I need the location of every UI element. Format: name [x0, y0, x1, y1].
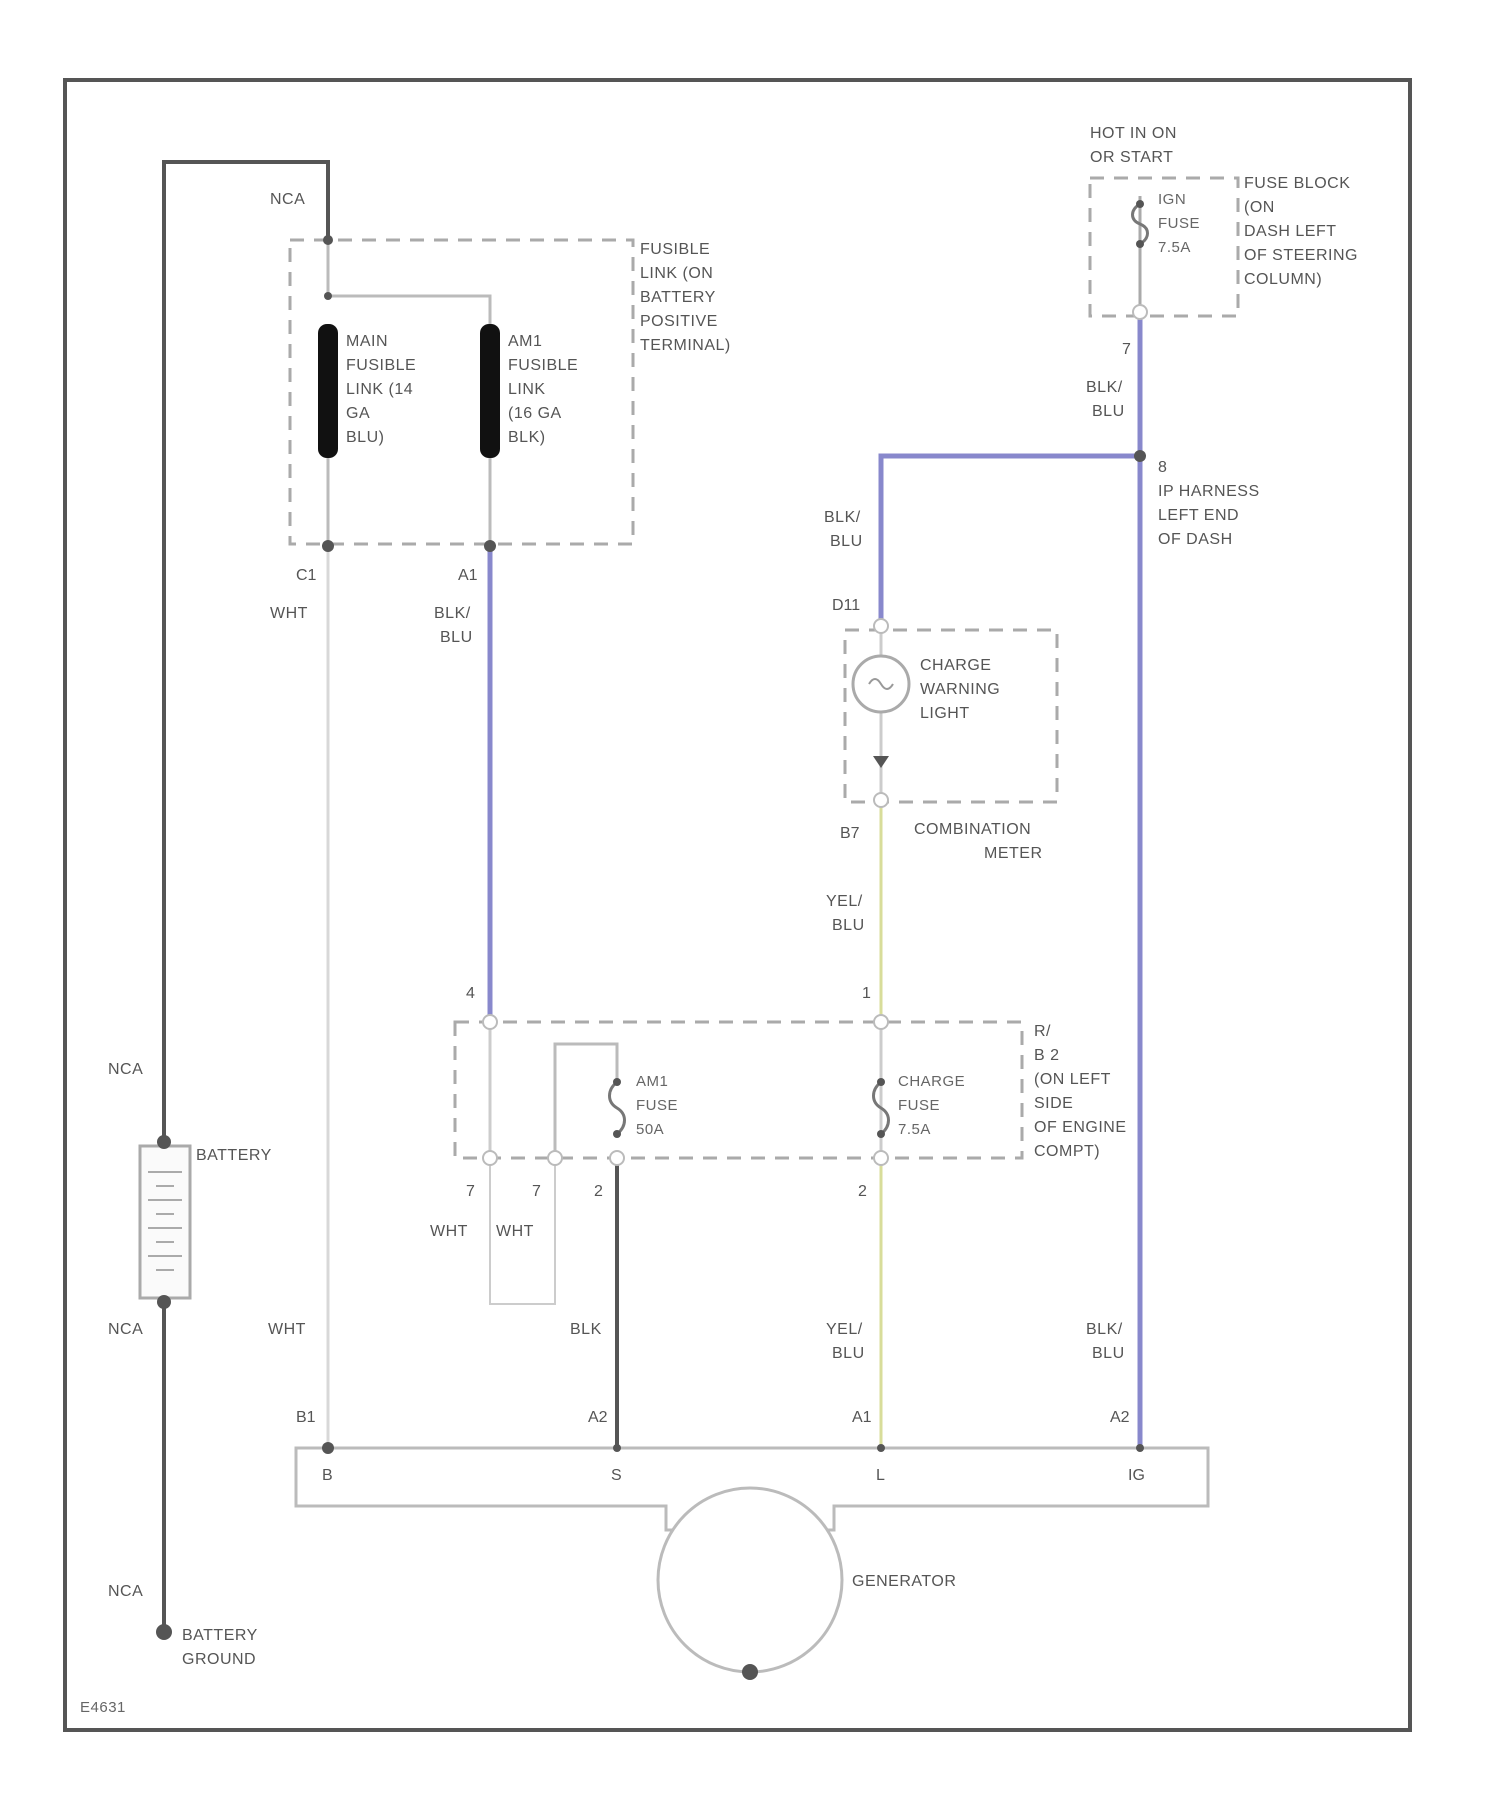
pin-rb-4: 4: [466, 985, 475, 1002]
pin-rb-2b: 2: [858, 1183, 867, 1200]
charge-fuse-dot-bottom: [877, 1130, 885, 1138]
label-wht-c1: WHT: [270, 605, 308, 622]
am1-fusible-link-body: [480, 324, 500, 458]
pin-junction-8: 8: [1158, 459, 1167, 476]
label-yel-blu-meter: YEL/ BLU: [826, 893, 868, 934]
label-ip-harness: IP HARNESS LEFT END OF DASH: [1158, 483, 1265, 548]
charge-fuse-dot-top: [877, 1078, 885, 1086]
label-nca-battery-bottom: NCA: [108, 1321, 143, 1338]
pin-rb-2a: 2: [594, 1183, 603, 1200]
label-battery-ground: BATTERY GROUND: [182, 1627, 262, 1668]
fusible-link-box: [290, 240, 633, 544]
am1-fuse-dot-top: [613, 1078, 621, 1086]
label-main-fusible-link: MAIN FUSIBLE LINK (14 GA BLU): [346, 333, 421, 446]
label-blk-blu-a1: BLK/ BLU: [434, 605, 476, 646]
label-charge-fuse: CHARGE FUSE 7.5A: [898, 1073, 970, 1138]
label-blk-blu-fuse: BLK/ BLU: [1086, 379, 1128, 420]
label-wht-gen: WHT: [268, 1321, 306, 1338]
pin-gen-a1: A1: [852, 1409, 872, 1426]
figure-id: E4631: [80, 1699, 126, 1716]
pin-rb-7b: 7: [532, 1183, 541, 1200]
label-blk: BLK: [570, 1321, 602, 1338]
pin-rb-7a: 7: [466, 1183, 475, 1200]
am1-fuse-symbol: [610, 1082, 625, 1134]
pin-gen-b1: B1: [296, 1409, 316, 1426]
label-ign-fuse: IGN FUSE 7.5A: [1158, 191, 1205, 256]
pin-gen-a2b: A2: [1110, 1409, 1130, 1426]
pin-gen-l: L: [876, 1467, 885, 1484]
label-fusible-link: FUSIBLE LINK (ON BATTERY POSITIVE TERMIN…: [640, 241, 731, 354]
pin-d11: D11: [832, 597, 860, 614]
pin-rb-1: 1: [862, 985, 871, 1002]
generator-body: [658, 1488, 842, 1672]
pin-a1: A1: [458, 567, 478, 584]
pin-fuse-out: 7: [1122, 341, 1131, 358]
label-am1-fuse: AM1 FUSE 50A: [636, 1073, 683, 1138]
pin-b7: B7: [840, 825, 860, 842]
pin-gen-s: S: [611, 1467, 622, 1484]
label-wht-b: WHT: [496, 1223, 534, 1240]
label-blk-blu-gen: BLK/ BLU: [1086, 1321, 1128, 1362]
wire-rb-inner-loop: [555, 1044, 617, 1158]
battery-body: [140, 1146, 190, 1298]
diode-symbol: [873, 756, 889, 768]
label-charge-warning-light: CHARGE WARNING LIGHT: [920, 657, 1005, 722]
label-nca-top: NCA: [270, 191, 305, 208]
label-nca-ground: NCA: [108, 1583, 143, 1600]
label-combination-meter: COMBINATION METER: [914, 821, 1043, 862]
pin-c1: C1: [296, 567, 317, 584]
label-blk-blu-meter: BLK/ BLU: [824, 509, 866, 550]
pin-gen-a2a: A2: [588, 1409, 608, 1426]
wire-link-branch: [328, 296, 490, 330]
ign-fuse-dot-bottom: [1136, 240, 1144, 248]
label-battery: BATTERY: [196, 1147, 272, 1164]
relay-block-box: [455, 1022, 1022, 1158]
label-rb2: R/ B 2 (ON LEFT SIDE OF ENGINE COMPT): [1034, 1023, 1131, 1160]
label-wht-a: WHT: [430, 1223, 468, 1240]
label-nca-battery-top: NCA: [108, 1061, 143, 1078]
pin-gen-ig: IG: [1128, 1467, 1145, 1484]
label-yel-blu-gen: YEL/ BLU: [826, 1321, 868, 1362]
wire-blk-blu-meter: [881, 456, 1140, 626]
label-am1-fusible-link: AM1 FUSIBLE LINK (16 GA BLK): [508, 333, 583, 446]
ign-fuse-dot-top: [1136, 200, 1144, 208]
am1-fuse-dot-bottom: [613, 1130, 621, 1138]
wire-nca-top: [164, 162, 328, 1142]
label-generator: GENERATOR: [852, 1573, 956, 1590]
label-hot-in-on: HOT IN ON OR START: [1090, 125, 1182, 166]
label-fuse-block: FUSE BLOCK (ON DASH LEFT OF STEERING COL…: [1244, 175, 1363, 288]
pin-gen-b: B: [322, 1467, 333, 1484]
main-fusible-link-body: [318, 324, 338, 458]
